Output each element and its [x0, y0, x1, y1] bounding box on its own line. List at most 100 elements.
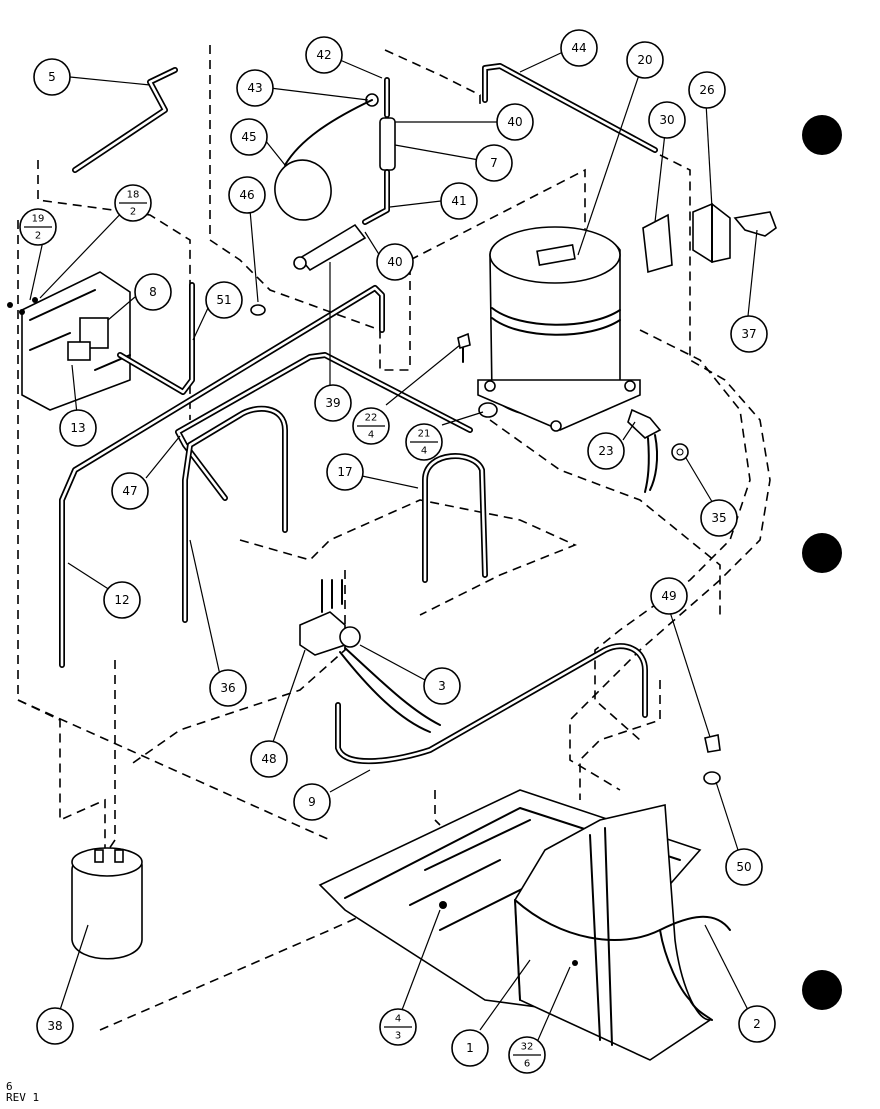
svg-text:30: 30 — [659, 113, 674, 127]
svg-text:4: 4 — [368, 430, 374, 441]
callout-41: 41 — [440, 182, 478, 220]
part-21-grommet — [478, 402, 498, 418]
callout-39: 39 — [314, 384, 352, 422]
svg-text:38: 38 — [47, 1019, 62, 1033]
callout-23: 23 — [587, 432, 625, 470]
callout-35: 35 — [700, 499, 738, 537]
callout-8: 8 — [134, 273, 172, 311]
part-48-valve — [299, 579, 441, 733]
callout-21-4: 21 4 — [405, 423, 443, 461]
callout-32-6: 32 6 — [508, 1036, 546, 1074]
svg-text:2: 2 — [753, 1017, 761, 1031]
part-17-tube — [422, 453, 488, 583]
svg-text:3: 3 — [438, 679, 446, 693]
part-23-overload — [627, 408, 662, 493]
svg-text:43: 43 — [247, 81, 262, 95]
callout-19-2: 19 2 — [19, 208, 57, 246]
svg-text:5: 5 — [48, 70, 56, 84]
callout-3: 3 — [423, 667, 461, 705]
callout-51: 51 — [205, 281, 243, 319]
part-4-screw — [439, 901, 447, 909]
svg-text:13: 13 — [70, 421, 85, 435]
svg-text:37: 37 — [741, 327, 756, 341]
part-49-50-fittings — [703, 734, 721, 785]
svg-text:9: 9 — [308, 795, 316, 809]
callout-1: 1 — [451, 1029, 489, 1067]
callout-38: 38 — [36, 1007, 74, 1045]
part-39-drier — [293, 223, 367, 272]
svg-text:22: 22 — [365, 413, 378, 424]
leader-lines — [29, 51, 758, 1041]
callout-13: 13 — [59, 409, 97, 447]
svg-text:1: 1 — [466, 1041, 474, 1055]
callout-42: 42 — [305, 36, 343, 74]
callout-7: 7 — [475, 144, 513, 182]
callout-50: 50 — [725, 848, 763, 886]
svg-text:8: 8 — [149, 285, 157, 299]
callout-17: 17 — [326, 453, 364, 491]
part-12-tube — [59, 285, 385, 668]
svg-text:42: 42 — [316, 48, 331, 62]
callout-26: 26 — [688, 71, 726, 109]
part-2-shroud — [514, 804, 731, 1061]
svg-text:23: 23 — [598, 444, 613, 458]
svg-text:3: 3 — [395, 1031, 401, 1042]
svg-text:19: 19 — [32, 214, 45, 225]
svg-text:51: 51 — [216, 293, 231, 307]
part-36-tube — [182, 405, 288, 623]
part-42-43-valve — [362, 77, 396, 225]
svg-text:41: 41 — [451, 194, 466, 208]
part-20-compressor — [477, 226, 641, 432]
svg-text:7: 7 — [490, 156, 498, 170]
part-8-bracket — [7, 271, 131, 411]
callout-43: 43 — [236, 69, 274, 107]
callout-5: 5 — [33, 58, 71, 96]
callout-40-upper: 40 — [496, 103, 534, 141]
svg-text:47: 47 — [122, 484, 137, 498]
callout-45: 45 — [230, 118, 268, 156]
part-46-grommet — [250, 304, 266, 316]
part-22-screw — [457, 332, 471, 363]
svg-text:2: 2 — [130, 207, 136, 218]
callout-9: 9 — [293, 783, 331, 821]
svg-text:4: 4 — [421, 446, 427, 457]
svg-text:35: 35 — [711, 511, 726, 525]
svg-text:4: 4 — [395, 1014, 401, 1025]
svg-text:17: 17 — [337, 465, 352, 479]
revision-footer: 6 REV 1 — [6, 1081, 39, 1103]
part-44-tube — [482, 63, 658, 153]
callout-37: 37 — [730, 315, 768, 353]
svg-text:44: 44 — [571, 41, 586, 55]
svg-text:39: 39 — [325, 396, 340, 410]
svg-text:26: 26 — [699, 83, 714, 97]
page-number: 6 — [6, 1080, 13, 1093]
callout-44: 44 — [560, 29, 598, 67]
part-35-ring — [671, 443, 689, 461]
svg-text:2: 2 — [35, 231, 41, 242]
callout-20: 20 — [626, 41, 664, 79]
svg-text:49: 49 — [661, 589, 676, 603]
callout-40-lower: 40 — [376, 243, 414, 281]
svg-text:6: 6 — [524, 1059, 530, 1070]
part-32-screw — [572, 960, 578, 966]
svg-text:12: 12 — [114, 593, 129, 607]
part-26-terminal-box — [692, 203, 731, 263]
svg-text:21: 21 — [418, 429, 431, 440]
callout-22-4: 22 4 — [352, 407, 390, 445]
part-9-tube — [335, 643, 648, 765]
part-30-cover — [642, 213, 673, 274]
callout-4-3: 43 — [379, 1008, 417, 1046]
callout-47: 47 — [111, 472, 149, 510]
callout-46: 46 — [228, 176, 266, 214]
svg-text:46: 46 — [239, 188, 254, 202]
svg-text:36: 36 — [220, 681, 235, 695]
svg-text:32: 32 — [521, 1042, 534, 1053]
part-37-clip — [733, 211, 777, 237]
part-5-tube — [72, 67, 178, 173]
revision-label: REV 1 — [6, 1091, 40, 1104]
callout-18-2: 182 — [114, 184, 152, 222]
callout-36: 36 — [209, 669, 247, 707]
svg-text:48: 48 — [261, 752, 276, 766]
binder-holes — [802, 115, 842, 1010]
